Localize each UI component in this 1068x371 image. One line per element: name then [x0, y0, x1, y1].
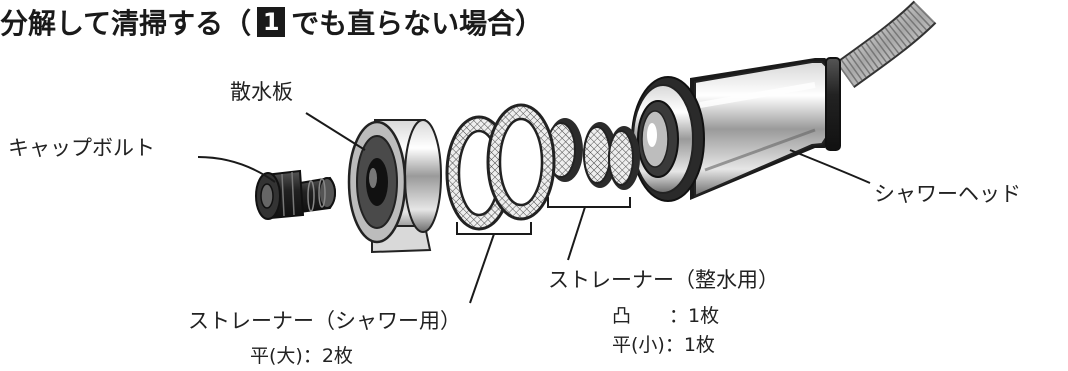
cap-bolt-part: [255, 169, 336, 220]
leader-shower-strainer: [469, 233, 495, 304]
spray-plate-part: [347, 119, 442, 254]
leader-shower-head: [789, 149, 871, 184]
leader-spray-plate: [305, 112, 366, 151]
strainer-shower-rings: [445, 103, 556, 231]
label-spray-plate: 散水板: [230, 80, 293, 104]
strainer-straighten-parts: [546, 118, 640, 190]
shower-head-body: [631, 57, 841, 202]
heading-suffix: でも直らない場合）: [291, 7, 544, 40]
spec-flat-small: 平(小)：1枚: [612, 334, 715, 356]
heading-prefix: 分解して清掃する（: [0, 7, 252, 40]
label-cap-bolt: キャップボルト: [8, 136, 155, 160]
leader-cap-bolt: [197, 156, 276, 183]
label-shower-head: シャワーヘッド: [874, 182, 1021, 206]
leader-lines: [197, 112, 871, 304]
step-number-badge: 1: [257, 7, 286, 37]
spec-convex: 凸 ：1枚: [612, 305, 720, 327]
leader-straighten-strainer: [567, 206, 586, 261]
spec-flat-large: 平(大)：2枚: [250, 345, 353, 367]
label-strainer-shower: ストレーナー（シャワー用）: [188, 309, 461, 333]
shower-hose: [835, 0, 937, 89]
label-strainer-straighten: ストレーナー（整水用）: [548, 268, 779, 292]
bracket-straighten-strainer: [547, 197, 631, 208]
